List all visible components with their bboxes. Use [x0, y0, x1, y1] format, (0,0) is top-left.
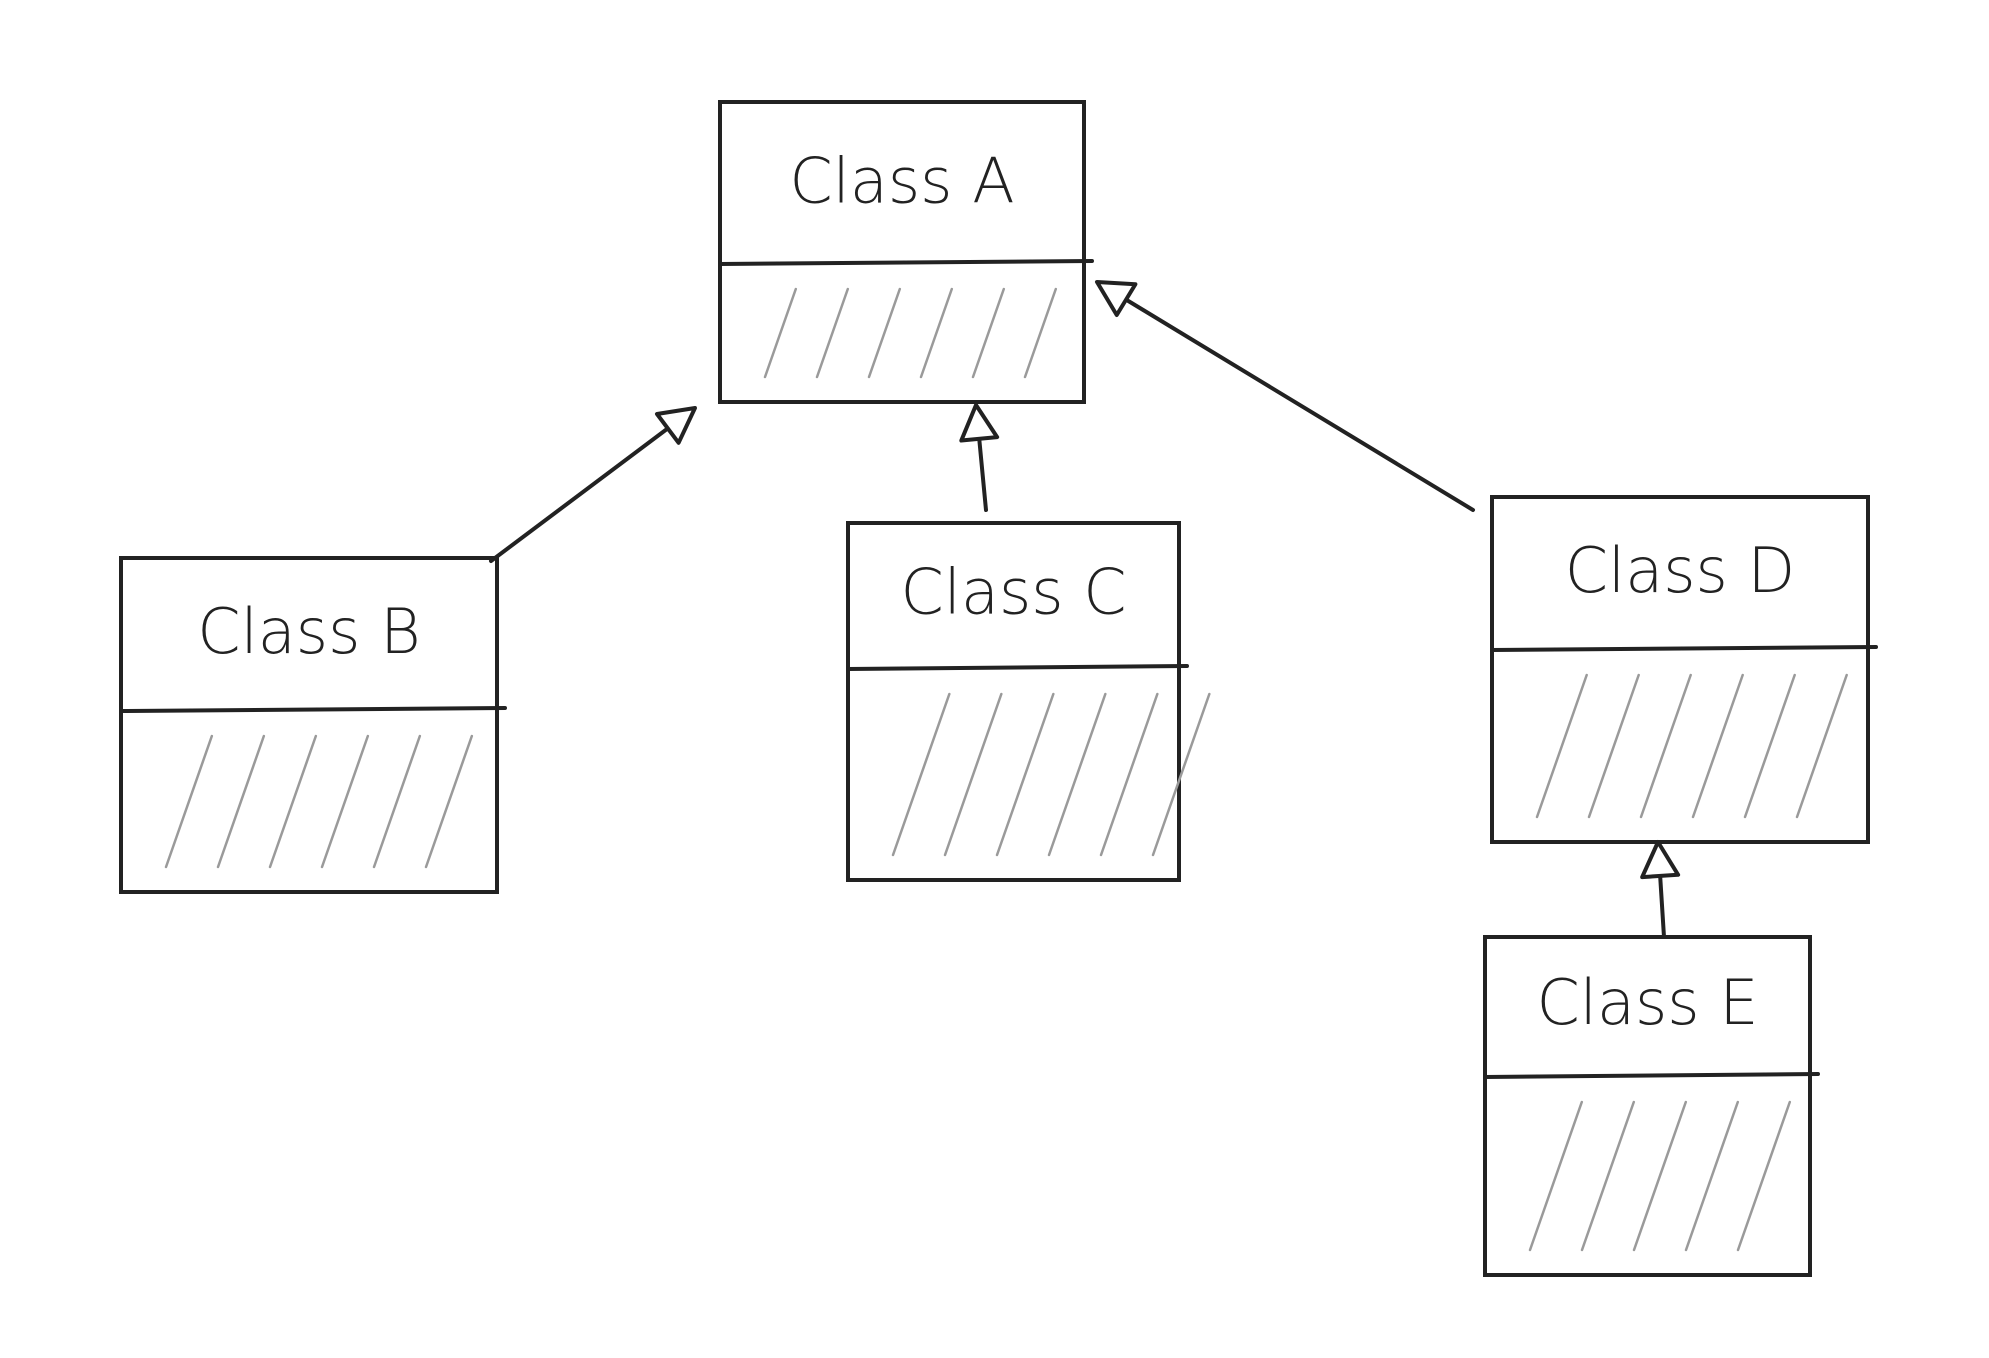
- class-box-e: Class E: [1483, 935, 1820, 1277]
- hatch-stroke: [1580, 1100, 1636, 1252]
- hatched-compartment: [891, 692, 1211, 857]
- hatch-stroke: [164, 734, 214, 869]
- hatch-stroke: [372, 734, 422, 869]
- hatch-stroke: [1795, 673, 1848, 819]
- class-name: Class D: [1565, 534, 1796, 607]
- class-box-c: Class C: [846, 521, 1211, 882]
- edge-line: [977, 436, 988, 512]
- triangle-arrowhead-icon: [655, 406, 697, 445]
- hatched-compartment: [164, 734, 474, 869]
- hatch-stroke: [1691, 673, 1744, 819]
- hatch-stroke: [815, 287, 850, 379]
- hatch-stroke: [919, 287, 954, 379]
- hatch-stroke: [1743, 673, 1796, 819]
- generalization-d-to-a: [1095, 280, 1475, 512]
- hatch-stroke: [971, 287, 1006, 379]
- class-name: Class B: [197, 595, 420, 668]
- hatch-stroke: [1023, 287, 1058, 379]
- compartment-divider: [1490, 645, 1878, 652]
- hatch-stroke: [1684, 1100, 1740, 1252]
- hatch-stroke: [1535, 673, 1588, 819]
- hatch-stroke: [891, 692, 951, 857]
- hatch-stroke: [1151, 692, 1211, 857]
- hatch-stroke: [1639, 673, 1692, 819]
- hatch-stroke: [268, 734, 318, 869]
- edge-line: [489, 426, 670, 563]
- hatch-stroke: [1587, 673, 1640, 819]
- class-border: [1490, 495, 1870, 844]
- class-border: [1483, 935, 1812, 1277]
- class-border: [119, 556, 499, 894]
- class-name: Class C: [900, 556, 1126, 629]
- triangle-arrowhead-icon: [1095, 280, 1138, 318]
- generalization-c-to-a: [959, 403, 1000, 512]
- compartment-divider: [846, 664, 1189, 671]
- hatch-stroke: [1736, 1100, 1792, 1252]
- hatch-stroke: [216, 734, 266, 869]
- class-box-d: Class D: [1490, 495, 1878, 844]
- hatch-stroke: [867, 287, 902, 379]
- class-name: Class E: [1537, 966, 1759, 1039]
- compartment-divider: [718, 259, 1094, 266]
- class-box-b: Class B: [119, 556, 507, 894]
- hatch-stroke: [424, 734, 474, 869]
- edge-line: [1658, 873, 1666, 939]
- compartment-divider: [119, 706, 507, 713]
- class-box-a: Class A: [718, 100, 1094, 404]
- hatch-stroke: [1047, 692, 1107, 857]
- class-name: Class A: [789, 144, 1014, 217]
- class-border: [846, 521, 1181, 882]
- hatch-stroke: [763, 287, 798, 379]
- generalization-b-to-a: [489, 406, 697, 563]
- generalization-e-to-d: [1640, 840, 1681, 939]
- hatch-stroke: [1099, 692, 1159, 857]
- edge-line: [1124, 297, 1475, 512]
- compartment-divider: [1483, 1072, 1820, 1079]
- hatch-stroke: [320, 734, 370, 869]
- hatched-compartment: [1535, 673, 1848, 819]
- hatch-stroke: [1528, 1100, 1584, 1252]
- triangle-arrowhead-icon: [1640, 840, 1681, 880]
- hatch-stroke: [995, 692, 1055, 857]
- hatch-stroke: [1632, 1100, 1688, 1252]
- triangle-arrowhead-icon: [959, 403, 1000, 443]
- hatched-compartment: [763, 287, 1058, 379]
- class-border: [718, 100, 1086, 404]
- hatch-stroke: [943, 692, 1003, 857]
- hatched-compartment: [1528, 1100, 1792, 1252]
